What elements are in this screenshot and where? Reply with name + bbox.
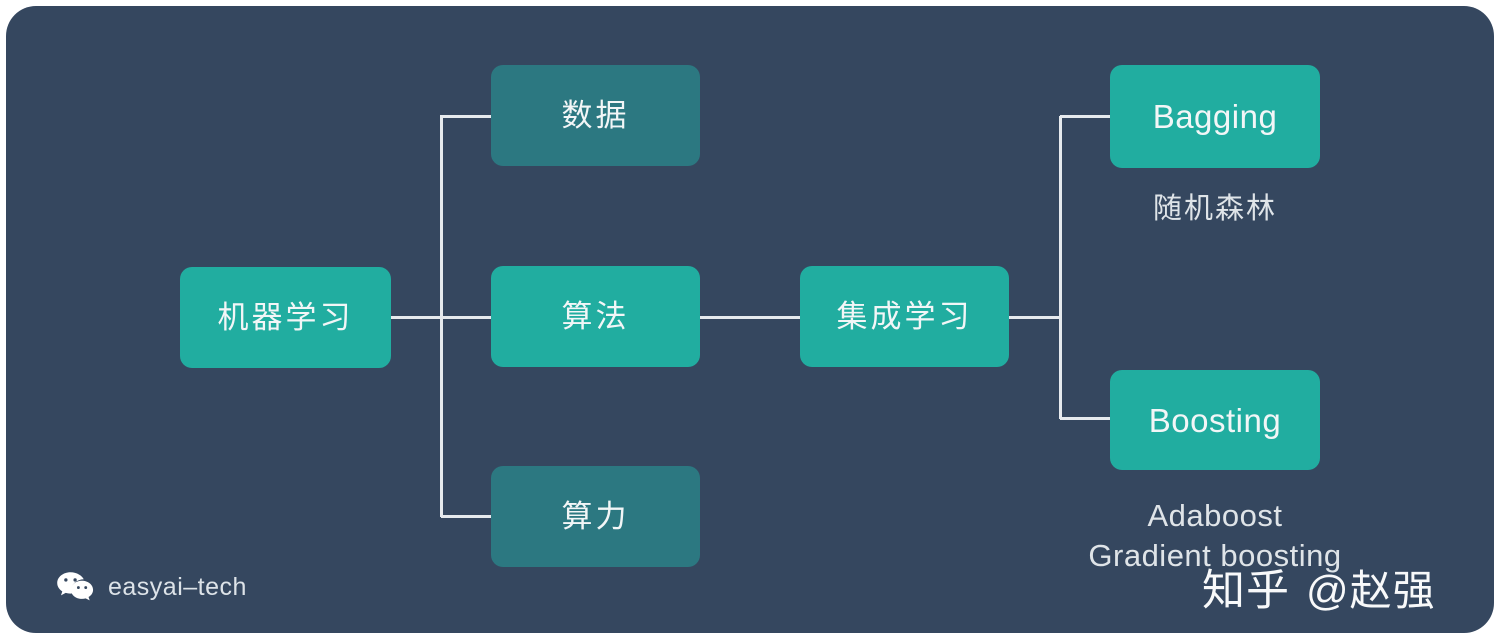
node-boosting[interactable]: Boosting <box>1110 370 1320 470</box>
diagram-panel: 机器学习 数据 算法 算力 集成学习 Bagging Boosting 随机森林… <box>6 6 1494 633</box>
node-algorithm[interactable]: 算法 <box>491 266 700 367</box>
node-machine-learning[interactable]: 机器学习 <box>180 267 391 368</box>
node-data[interactable]: 数据 <box>491 65 700 166</box>
caption-line: Adaboost <box>1147 498 1283 533</box>
node-ensemble-learning[interactable]: 集成学习 <box>800 266 1009 367</box>
caption-bagging-examples: 随机森林 <box>1015 191 1415 228</box>
brand-name: easyai–tech <box>108 572 247 601</box>
node-label: 集成学习 <box>836 299 973 334</box>
watermark: 知乎 @赵强 <box>1202 556 1436 618</box>
watermark-logo: 知乎 <box>1202 567 1290 615</box>
node-label: Boosting <box>1148 401 1282 439</box>
caption-line: Gradient boosting <box>1088 537 1342 573</box>
watermark-handle: @赵强 <box>1306 566 1436 614</box>
node-label: 数据 <box>561 98 630 133</box>
caption-line: 随机森林 <box>1152 193 1277 225</box>
caption-boosting-examples: Adaboost Gradient boosting <box>1015 496 1415 575</box>
node-label: 算力 <box>561 499 630 534</box>
node-computing-power[interactable]: 算力 <box>491 466 700 567</box>
node-label: 算法 <box>561 299 630 334</box>
node-label: 机器学习 <box>217 300 354 335</box>
wechat-icon <box>56 571 94 603</box>
brand-mark: easyai–tech <box>56 571 247 603</box>
node-bagging[interactable]: Bagging <box>1110 65 1320 168</box>
node-label: Bagging <box>1152 98 1278 135</box>
